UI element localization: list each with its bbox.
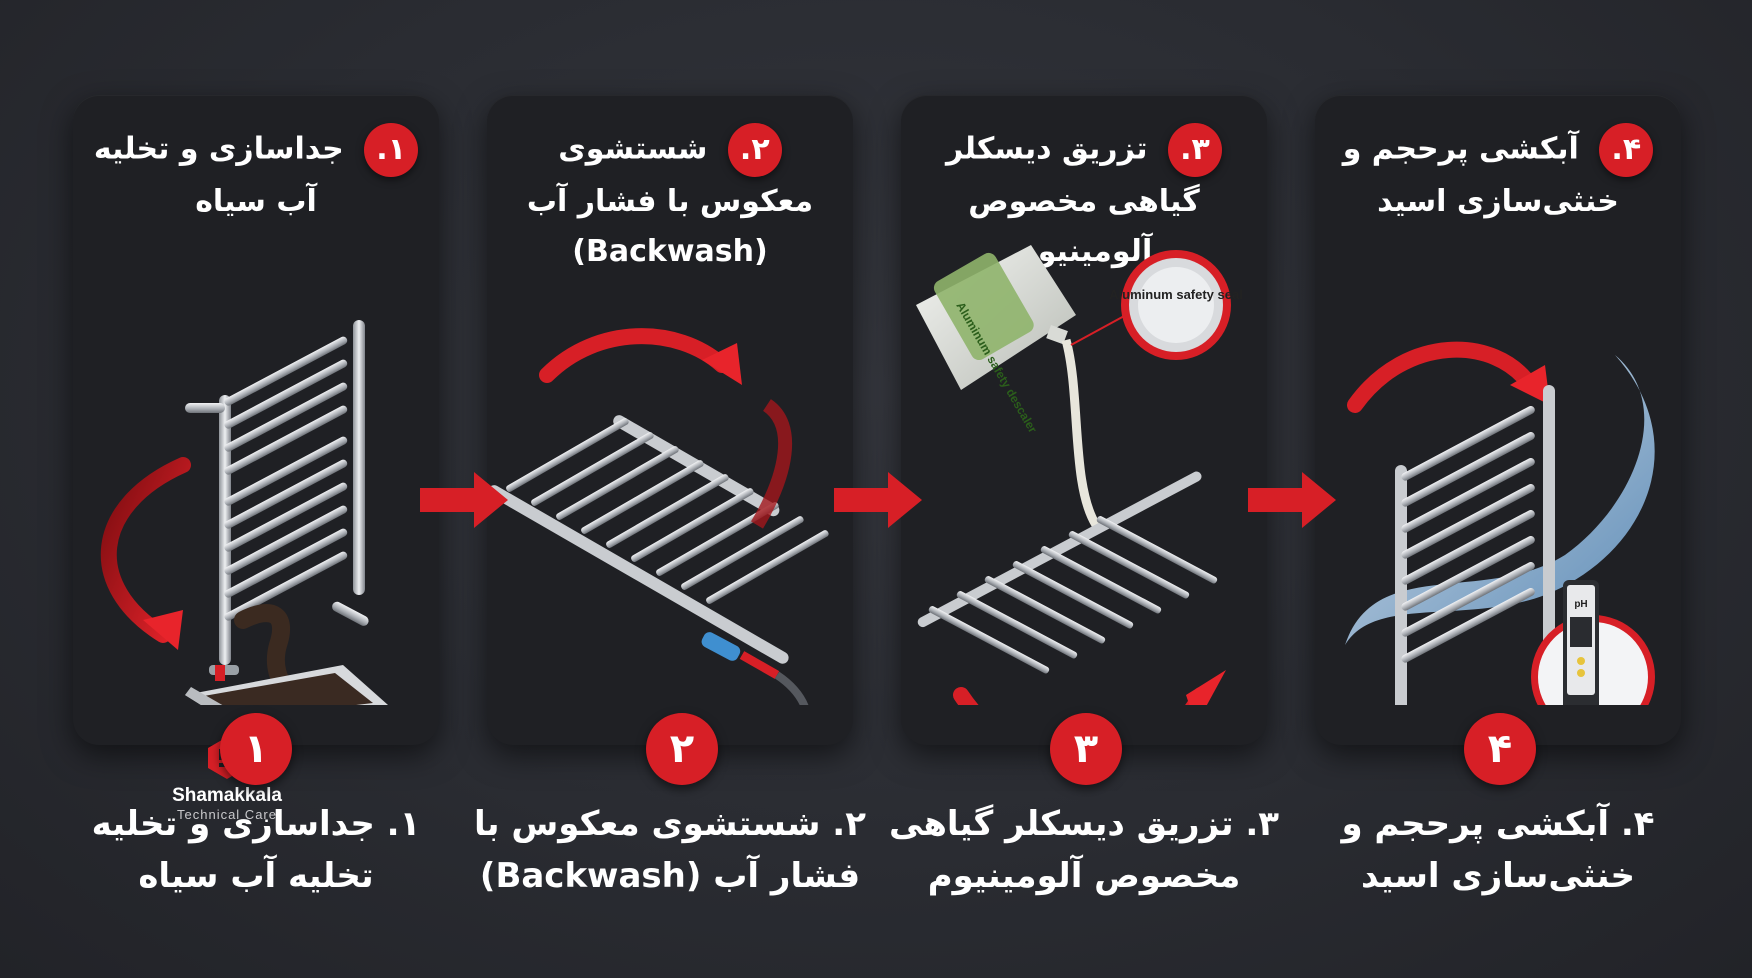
step-2-number: ۲ [646, 713, 718, 785]
step-4-illustration: pH [1345, 341, 1655, 705]
ph-meter-icon: pH [1531, 580, 1655, 705]
radiator-icon [488, 415, 829, 664]
next-step-arrow-icon [834, 472, 922, 528]
step-1-caption: ۱. جداسازی و تخلیه تخلیه آب سیاه [91, 804, 421, 896]
step-2-caption: ۲. شستشوی معکوس با فشار آب (Backwash) [474, 804, 866, 896]
step-4-heading: ۴. آبکشی پرحجم و خنثی‌سازی اسید [1329, 123, 1667, 227]
ph-label: pH [1574, 599, 1587, 610]
brand-tagline: Technical Care [177, 807, 277, 822]
step-4-heading-badge: ۴. [1599, 123, 1654, 177]
drain-basin-icon [185, 665, 388, 705]
safety-seal-icon: Aluminum safety seal [1070, 250, 1243, 360]
seal-text: Aluminum safety seal [1109, 287, 1243, 302]
step-1-heading-badge: ۱. [364, 123, 419, 177]
step-card-4: ۴. آبکشی پرحجم و خنثی‌سازی اسید [1315, 95, 1681, 745]
step-3-number: ۳ [1050, 713, 1122, 785]
step-1-number: ۱ [220, 713, 292, 785]
step-1-illustration [100, 320, 388, 705]
radiator-icon [185, 320, 369, 681]
step-2-title: شستشوی معکوس با فشار آب (Backwash) [526, 131, 814, 270]
step-3-heading-badge: ۳. [1167, 123, 1222, 177]
step-1-heading: ۱. جداسازی و تخلیه آب سیاه [87, 123, 425, 227]
step-1-title: جداسازی و تخلیه آب سیاه [93, 131, 344, 220]
flow-arrow-icon [539, 328, 730, 383]
radiator-icon [917, 471, 1218, 674]
next-step-arrow-icon [1248, 472, 1336, 528]
step-2-illustration [488, 328, 829, 705]
flow-arrow-icon [953, 687, 1209, 705]
next-step-arrow-icon [420, 472, 508, 528]
step-4-title: آبکشی پرحجم و خنثی‌سازی اسید [1342, 131, 1619, 220]
flow-arrow-icon [1347, 341, 1538, 413]
step-3-illustration: Aluminum safety descaler Aluminum safety… [916, 245, 1243, 705]
radiator-icon [1395, 385, 1555, 705]
step-4-number: ۴ [1464, 713, 1536, 785]
hose-icon [701, 632, 809, 705]
step-card-2: ۲. شستشوی معکوس با فشار آب (Backwash) [487, 95, 853, 745]
step-2-heading: ۲. شستشوی معکوس با فشار آب (Backwash) [501, 123, 839, 277]
step-card-3: ۳. تزریق دیسکلر گیاهی مخصوص آلومینیوم Al… [901, 95, 1267, 745]
flow-arrow-icon [100, 457, 191, 643]
brand-name: Shamakkala [172, 785, 282, 806]
step-4-caption: ۴. آبکشی پرحجم و خنثی‌سازی اسید [1341, 804, 1655, 896]
step-3-caption: ۳. تزریق دیسکلر گیاهی مخصوص آلومینیوم [888, 804, 1280, 896]
step-2-heading-badge: ۲. [727, 123, 782, 177]
descaler-container-icon: Aluminum safety descaler [916, 245, 1076, 436]
step-card-1: ۱. جداسازی و تخلیه آب سیاه [73, 95, 439, 822]
